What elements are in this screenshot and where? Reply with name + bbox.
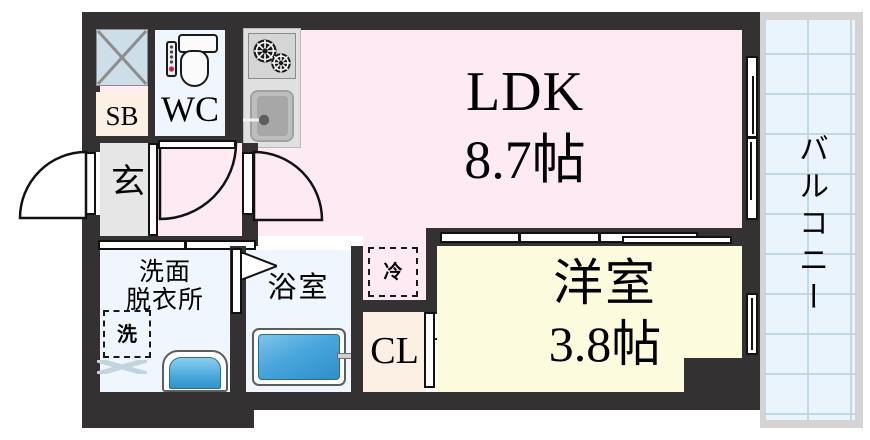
youshitsu-corner-notch xyxy=(684,358,760,410)
washbasin-bowl xyxy=(169,357,221,389)
ldk-sliding-door-mullion xyxy=(746,136,758,139)
wall-bath-cl-divider xyxy=(351,246,363,392)
balcony-tiles xyxy=(765,20,855,420)
wall-wc-right xyxy=(225,30,243,143)
hallway-floor xyxy=(156,143,242,236)
stove-burner-small-icon xyxy=(270,52,292,74)
partition-panel-outer[interactable] xyxy=(622,236,732,244)
stove-burner-large-icon xyxy=(252,38,278,64)
room-closet xyxy=(363,310,426,392)
pipe-shaft-box xyxy=(96,29,148,86)
exterior-wall-left-upper xyxy=(82,12,100,152)
partition-mullion-2 xyxy=(598,232,601,243)
front-door-swing-arc xyxy=(18,150,88,220)
bathtub-water xyxy=(258,334,340,380)
plan-notch-bottom xyxy=(254,410,760,428)
ldk-door-leaf[interactable] xyxy=(242,152,254,215)
washroom-entry-sliding-door[interactable] xyxy=(98,240,256,250)
room-shoebox xyxy=(96,92,148,138)
kitchen-faucet-icon xyxy=(243,113,273,126)
ldk-sliding-door-panel-edge-lower xyxy=(750,142,752,200)
exterior-wall-left-lower xyxy=(82,215,100,428)
genkan-partition-leaf xyxy=(148,143,158,236)
wall-genkan-top xyxy=(96,136,226,143)
washroom-exterior-vent xyxy=(96,357,148,377)
washing-machine-space: 洗 xyxy=(103,310,151,358)
wall-fridge-alcove-right xyxy=(426,236,437,312)
wall-sb-right xyxy=(148,29,155,138)
washroom-entry-door-mullion xyxy=(184,240,187,250)
bathroom-door-leaf[interactable] xyxy=(231,248,242,314)
ldk-door-swing-arc xyxy=(252,150,324,222)
partition-mullion-1 xyxy=(518,232,521,243)
exterior-wall-top xyxy=(82,12,760,30)
ldk-sliding-door-panel-edge-upper xyxy=(752,76,754,134)
toilet-door-swing-arc[interactable] xyxy=(158,141,238,221)
room-genkan xyxy=(100,143,156,236)
youshitsu-window-mullion xyxy=(751,298,753,350)
toilet-bowl-icon xyxy=(180,50,209,87)
wall-closet-top xyxy=(351,300,437,312)
toilet-control-panel-icon xyxy=(166,41,177,77)
refrigerator-label: 冷 xyxy=(383,260,403,283)
refrigerator-space: 冷 xyxy=(368,247,418,297)
closet-door-leaf[interactable] xyxy=(424,312,435,388)
washer-label: 洗 xyxy=(117,322,137,346)
exterior-wall-bottom-mid xyxy=(82,392,760,410)
bathroom-door-arrow-icon xyxy=(240,250,280,282)
toilet-door-leaf[interactable] xyxy=(158,140,236,149)
